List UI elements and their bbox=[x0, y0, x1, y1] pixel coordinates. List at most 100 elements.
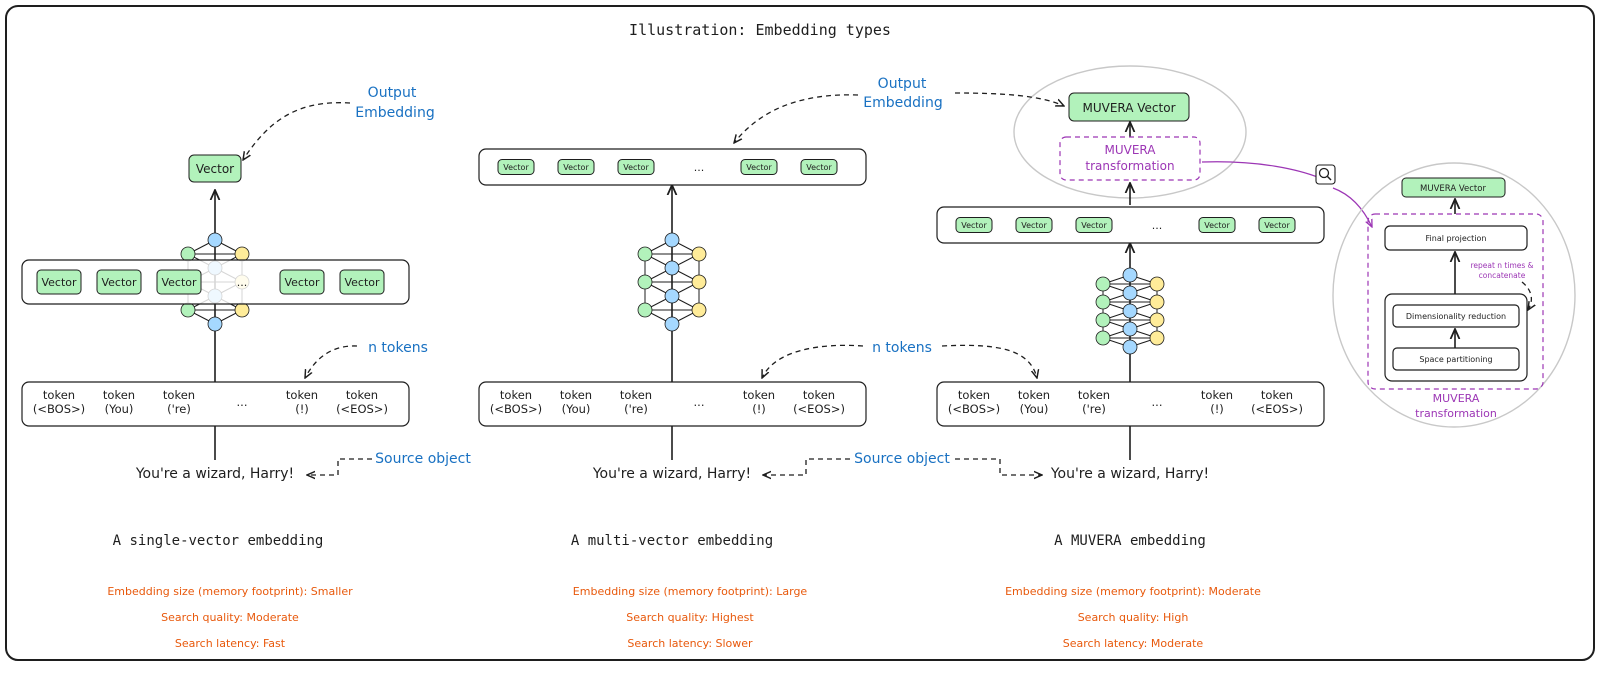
network-graph bbox=[1095, 267, 1165, 355]
source-object-arrow bbox=[955, 458, 1042, 475]
token-vector-label: Vector bbox=[284, 276, 320, 289]
token-label: token bbox=[163, 388, 195, 402]
token-vector bbox=[1015, 217, 1053, 233]
stat-latency: Search latency: Fast bbox=[175, 637, 286, 650]
detail-transformation-label-2: transformation bbox=[1415, 407, 1497, 420]
token-vector bbox=[1198, 217, 1236, 233]
token-value: (!) bbox=[752, 402, 766, 416]
token-vector bbox=[156, 269, 202, 295]
token-vector bbox=[557, 159, 595, 175]
zoom-connector-line bbox=[1201, 161, 1321, 179]
repeat-arrow bbox=[1521, 281, 1531, 310]
network-node bbox=[1095, 294, 1111, 310]
token-vector-label: Vector bbox=[344, 276, 380, 289]
network-node bbox=[1095, 330, 1111, 346]
outer-frame bbox=[5, 5, 1595, 661]
final-projection-label: Final projection bbox=[1426, 234, 1487, 243]
stat-memory: Embedding size (memory footprint): Moder… bbox=[1005, 585, 1261, 598]
network-node bbox=[691, 246, 707, 262]
source-sentence: You're a wizard, Harry! bbox=[1050, 466, 1209, 482]
tokens-box bbox=[478, 381, 867, 427]
token-value: (<BOS>) bbox=[948, 402, 1000, 416]
network-node bbox=[637, 274, 653, 290]
network-node bbox=[1122, 285, 1138, 301]
network-node bbox=[691, 274, 707, 290]
muvera-vector bbox=[1068, 92, 1190, 122]
source-sentence: You're a wizard, Harry! bbox=[592, 466, 751, 482]
network-node bbox=[1149, 276, 1165, 292]
token-vector bbox=[96, 269, 142, 295]
network-node bbox=[207, 316, 223, 332]
vector-ellipsis: ... bbox=[1152, 219, 1163, 232]
token-vector bbox=[955, 217, 993, 233]
panel-caption: A multi-vector embedding bbox=[571, 533, 773, 549]
token-label: token bbox=[500, 388, 532, 402]
token-vector bbox=[497, 159, 535, 175]
token-label: token bbox=[1261, 388, 1293, 402]
token-label: token bbox=[743, 388, 775, 402]
token-row: token(<BOS>)token(You)token('re)...token… bbox=[33, 388, 388, 416]
vector-ellipsis: ... bbox=[237, 276, 248, 289]
network-node bbox=[1122, 321, 1138, 337]
output-vector bbox=[188, 154, 242, 183]
token-vector-label: Vector bbox=[961, 221, 987, 230]
token-value: (!) bbox=[295, 402, 309, 416]
token-value: (You) bbox=[105, 402, 134, 416]
network-node bbox=[664, 260, 680, 276]
network-node bbox=[664, 232, 680, 248]
token-value: (<EOS>) bbox=[1251, 402, 1303, 416]
token-vector-label: Vector bbox=[1264, 221, 1290, 230]
panel-caption: A MUVERA embedding bbox=[1054, 533, 1206, 549]
token-vector-label: Vector bbox=[806, 163, 832, 172]
zoom-connector-arrow bbox=[1332, 187, 1372, 227]
token-value: ('re) bbox=[624, 402, 648, 416]
token-label: token bbox=[560, 388, 592, 402]
token-ellipsis: ... bbox=[1152, 395, 1163, 409]
space-partitioning-box bbox=[1392, 347, 1520, 371]
repeat-note: repeat n times & bbox=[1470, 261, 1533, 270]
token-vector-label: Vector bbox=[1204, 221, 1230, 230]
token-vector bbox=[617, 159, 655, 175]
muvera-vector-label: MUVERA Vector bbox=[1082, 101, 1175, 115]
stat-latency: Search latency: Moderate bbox=[1063, 637, 1204, 650]
token-vector-label: Vector bbox=[623, 163, 649, 172]
detail-transformation-label: MUVERA bbox=[1433, 392, 1480, 405]
detail-muvera-vector-label: MUVERA Vector bbox=[1420, 184, 1486, 194]
detail-muvera-vector bbox=[1401, 177, 1506, 198]
token-vector-label: Vector bbox=[563, 163, 589, 172]
n-tokens-label: n tokens bbox=[368, 340, 428, 356]
token-ellipsis: ... bbox=[237, 395, 248, 409]
output-embedding-label: Output bbox=[878, 76, 927, 92]
token-label: token bbox=[1201, 388, 1233, 402]
muvera-detail-zoom: MUVERA Vector Final projection Dimension… bbox=[1332, 162, 1576, 428]
source-object-arrow bbox=[307, 458, 372, 475]
final-projection-box bbox=[1384, 225, 1528, 251]
token-value: (<EOS>) bbox=[336, 402, 388, 416]
token-label: token bbox=[1078, 388, 1110, 402]
detail-ellipse bbox=[1332, 162, 1576, 428]
stat-memory: Embedding size (memory footprint): Large bbox=[573, 585, 808, 598]
muvera-transformation-label: MUVERA bbox=[1105, 143, 1157, 157]
token-value: (!) bbox=[1210, 402, 1224, 416]
source-object-label: Source object bbox=[854, 451, 950, 467]
output-embedding-arrow-2 bbox=[954, 92, 1064, 106]
token-ellipsis: ... bbox=[694, 395, 705, 409]
network-node bbox=[1122, 339, 1138, 355]
network-node bbox=[1149, 330, 1165, 346]
output-embedding-arrow bbox=[243, 102, 351, 160]
stat-quality: Search quality: High bbox=[1078, 611, 1189, 624]
token-vector bbox=[740, 159, 778, 175]
dimensionality-reduction-box bbox=[1392, 304, 1520, 328]
token-vector-label: Vector bbox=[101, 276, 137, 289]
network-node bbox=[234, 302, 250, 318]
token-vector bbox=[36, 269, 82, 295]
tokens-box bbox=[21, 381, 410, 427]
muvera-transformation-label-2: transformation bbox=[1085, 159, 1174, 173]
token-label: token bbox=[346, 388, 378, 402]
token-label: token bbox=[1018, 388, 1050, 402]
token-label: token bbox=[803, 388, 835, 402]
network-node bbox=[1095, 276, 1111, 292]
